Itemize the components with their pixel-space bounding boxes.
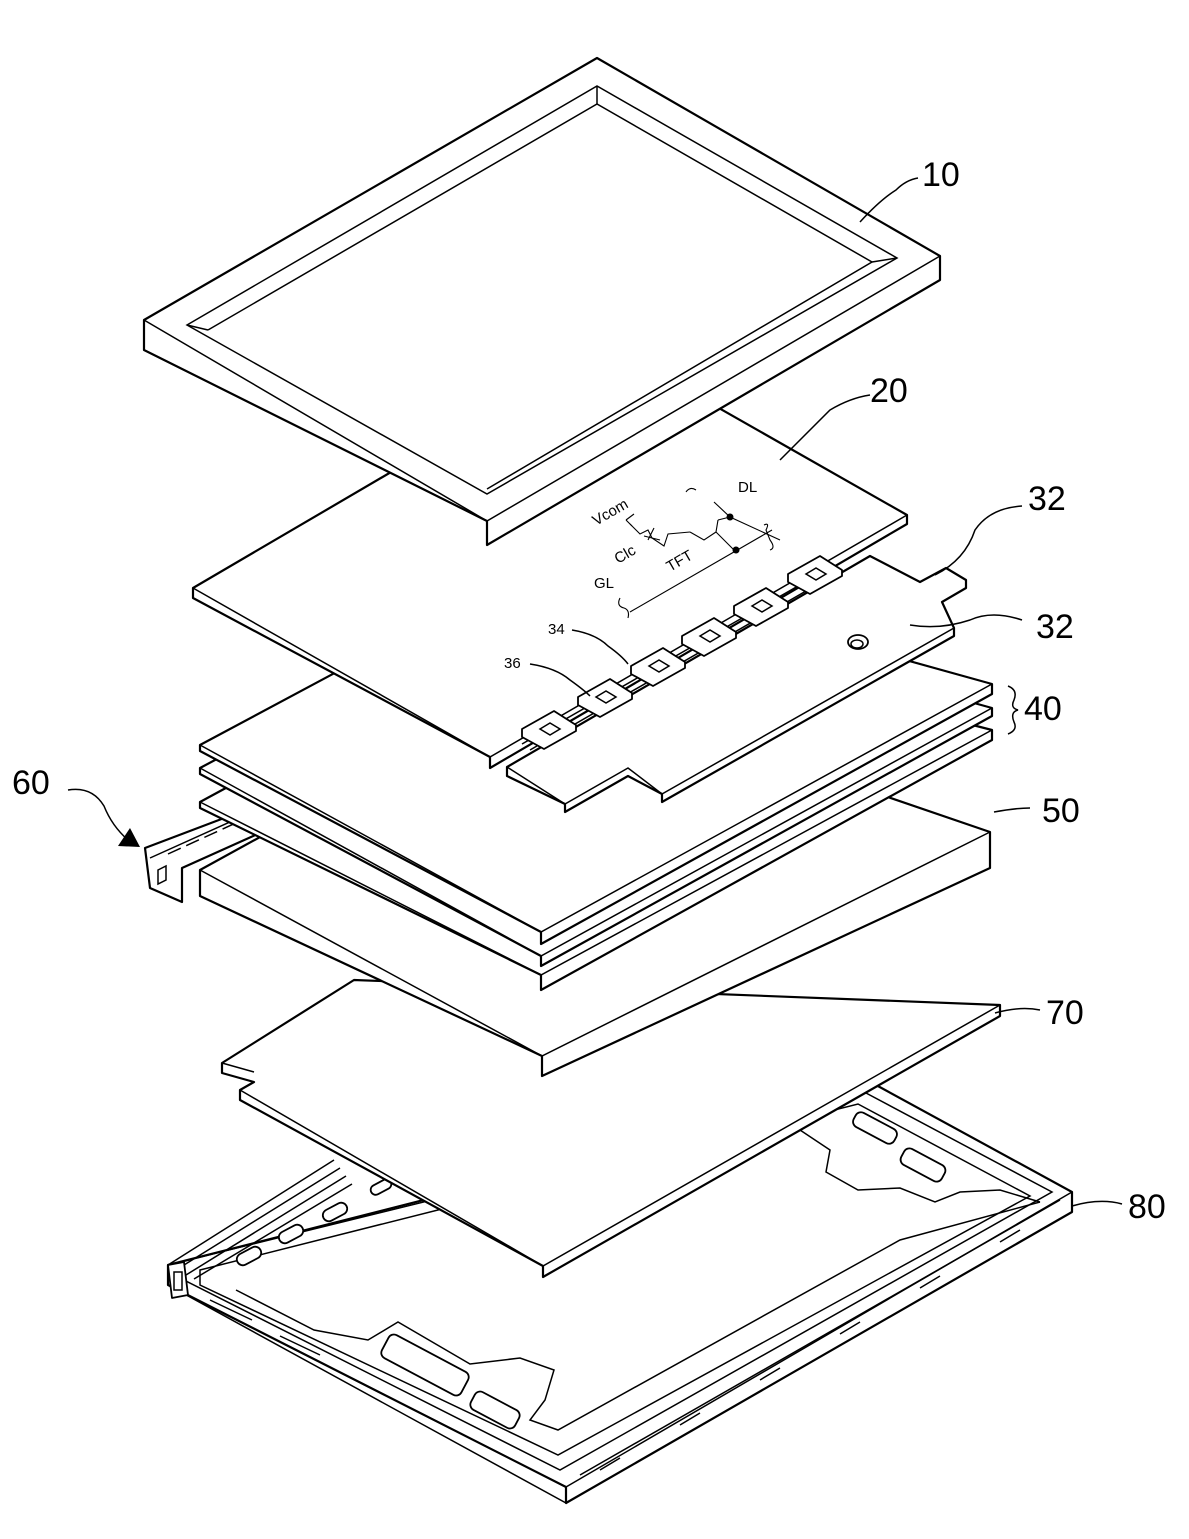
label-50: 50	[1042, 792, 1080, 830]
label-34: 34	[548, 621, 565, 638]
label-20: 20	[870, 372, 908, 410]
label-40: 40	[1024, 690, 1062, 728]
label-36: 36	[504, 655, 521, 672]
label-60: 60	[12, 764, 50, 802]
label-80: 80	[1128, 1188, 1166, 1226]
label-32-top: 32	[1028, 480, 1066, 518]
label-10: 10	[922, 156, 960, 194]
label-dl: DL	[738, 479, 757, 496]
label-gl: GL	[594, 575, 614, 592]
label-32-right: 32	[1036, 608, 1074, 646]
label-70: 70	[1046, 994, 1084, 1032]
